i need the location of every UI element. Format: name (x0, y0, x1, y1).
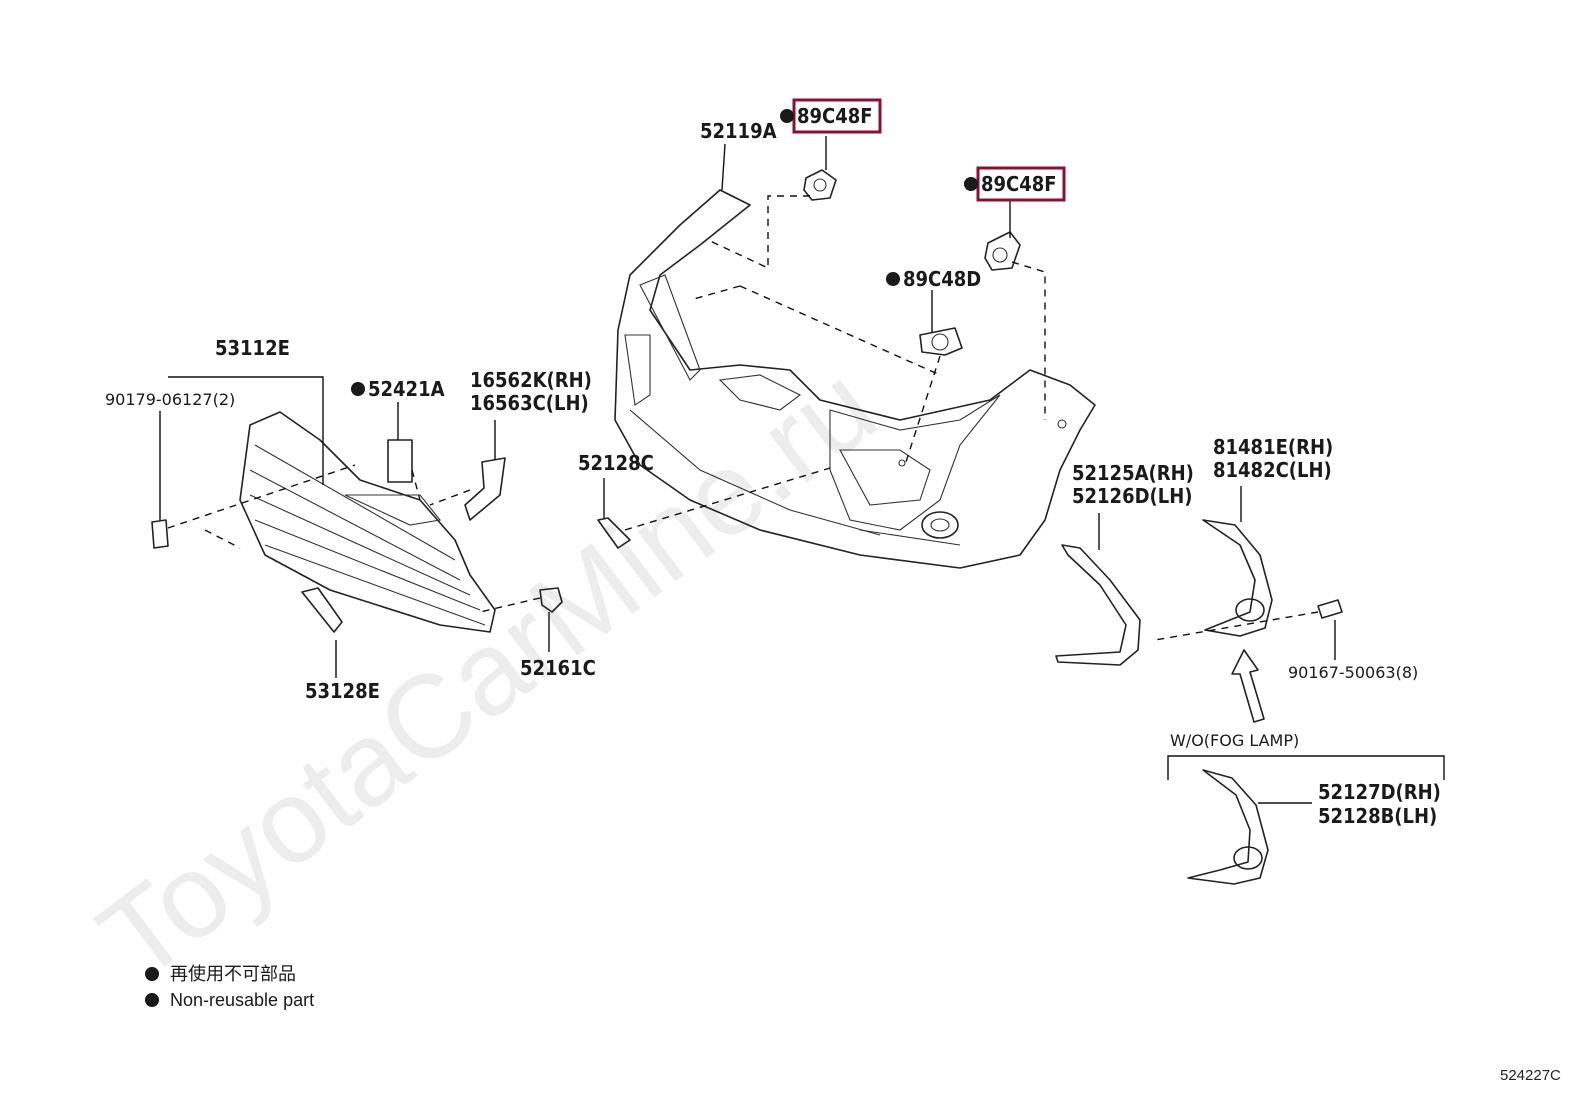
variant-label: W/O(FOG LAMP) (1170, 731, 1299, 750)
non-reusable-dot-icon (964, 177, 978, 191)
callout-text: 89C48D (903, 267, 981, 291)
dashed-connectors (167, 195, 1319, 641)
screw-grille-drawing (151, 519, 169, 549)
watermark-text: ToyotaCarMine.ru (76, 340, 899, 1006)
callout-sensor-right[interactable]: 89C48F (964, 172, 1057, 196)
bracket-rh-drawing (464, 457, 506, 521)
non-reusable-dot-icon (351, 382, 365, 396)
callout-text: 89C48F (797, 104, 873, 128)
molding-drawing (1055, 544, 1141, 666)
callout-cover-no-fog-rh[interactable]: 52127D(RH) (1318, 780, 1441, 804)
callout-sensor-upper[interactable]: 89C48F (780, 104, 873, 128)
callout-text: 89C48F (981, 172, 1057, 196)
callout-emblem-clip[interactable]: 52421A (351, 377, 445, 401)
fog-cover-drawing (1202, 519, 1273, 637)
callout-text: 52421A (368, 377, 445, 401)
callout-molding-lh[interactable]: 52126D(LH) (1072, 484, 1193, 508)
callout-bracket-lh[interactable]: 16563C(LH) (470, 391, 589, 415)
callout-clip-lower[interactable]: 52161C (520, 656, 596, 680)
emblem-clip-drawing (387, 439, 413, 483)
fog-cover-no-fog-drawing (1187, 769, 1269, 885)
lower-seal-drawing (597, 517, 631, 549)
callout-cover-no-fog-lh[interactable]: 52128B(LH) (1318, 804, 1437, 828)
grille-bracket-drawing (301, 587, 343, 633)
grille-drawing (239, 411, 496, 633)
non-reusable-dot-icon (780, 109, 794, 123)
callout-molding-rh[interactable]: 52125A(RH) (1072, 461, 1194, 485)
callout-fog-cover-rh[interactable]: 81481E(RH) (1213, 435, 1333, 459)
callout-grille-assy[interactable]: 53112E (215, 336, 290, 360)
callout-fog-cover-lh[interactable]: 81482C(LH) (1213, 458, 1332, 482)
retainer-center-drawing (919, 327, 963, 356)
callout-bolt[interactable]: 90167-50063(8) (1288, 663, 1418, 682)
non-reusable-dot-icon (886, 272, 900, 286)
callout-grille-bracket[interactable]: 53128E (305, 679, 380, 703)
bumper-cover-drawing (614, 189, 1096, 569)
leader-lines (159, 136, 1445, 804)
callout-bumper-cover[interactable]: 52119A (700, 119, 777, 143)
clip-lower-drawing (539, 587, 563, 613)
non-reusable-dot-icon (145, 993, 159, 1007)
diagram-code: 524227C (1500, 1067, 1561, 1084)
callout-screw-grille[interactable]: 90179-06127(2) (105, 390, 235, 409)
arrow-up-icon (1231, 649, 1265, 723)
legend-line-en: Non-reusable part (170, 990, 314, 1010)
legend-line-jp: 再使用不可部品 (170, 964, 296, 984)
legend: 再使用不可部品 Non-reusable part (145, 964, 314, 1010)
sensor-right-drawing (984, 231, 1021, 271)
callout-lower-seal[interactable]: 52128C (578, 451, 654, 475)
sensor-upper-drawing (803, 169, 837, 201)
callout-bracket-rh[interactable]: 16562K(RH) (470, 368, 592, 392)
callout-retainer-center[interactable]: 89C48D (886, 267, 981, 291)
bolt-drawing (1317, 599, 1343, 619)
non-reusable-dot-icon (145, 967, 159, 981)
